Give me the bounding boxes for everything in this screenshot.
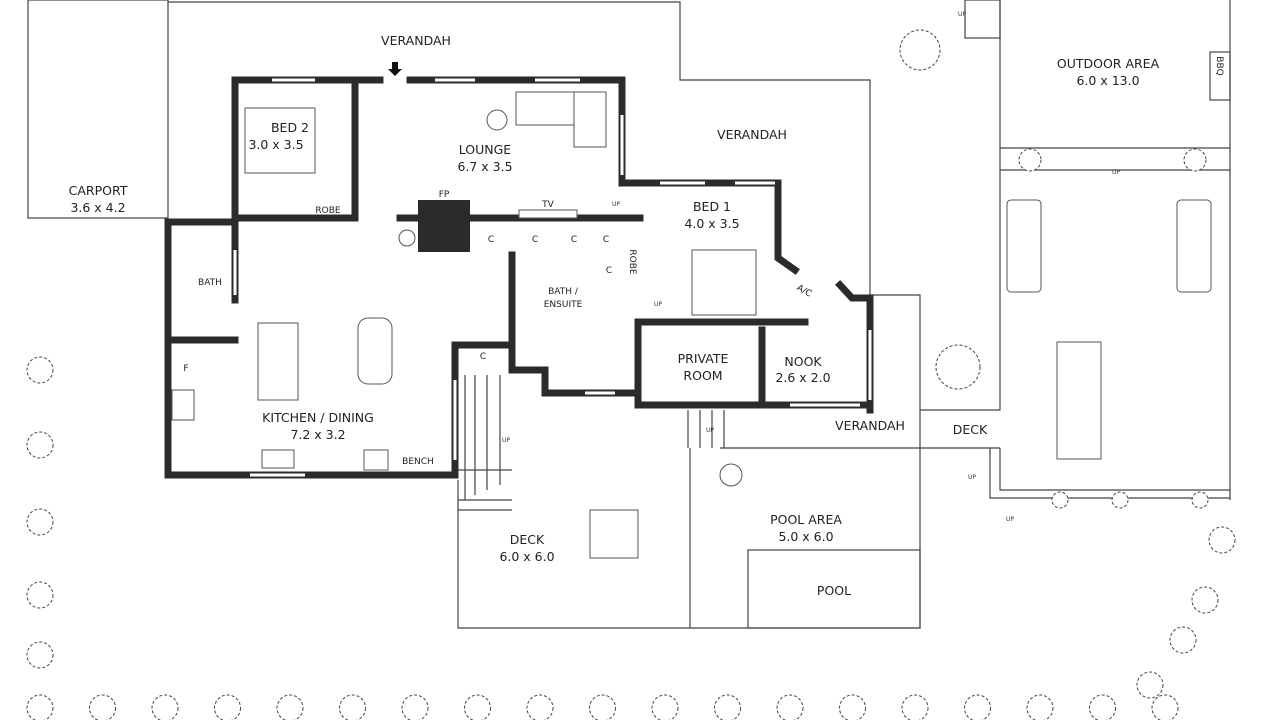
tree-icon	[589, 694, 616, 720]
bbq-label: BBQ	[1214, 56, 1224, 75]
up-label: UP	[1006, 516, 1014, 523]
tree-icon	[26, 508, 54, 536]
outdoor-area-size: 6.0 x 13.0	[1076, 73, 1139, 88]
private-room-label-1: PRIVATE	[678, 351, 729, 366]
furniture	[171, 91, 1212, 559]
tree-icon	[714, 694, 741, 720]
lounge-label: LOUNGE	[459, 142, 512, 157]
tree-icon	[839, 694, 866, 720]
cupboard-label: C	[532, 235, 538, 245]
cupboard-label: C	[606, 266, 612, 276]
bed2-label: BED 2	[271, 120, 309, 135]
pool-area-size: 5.0 x 6.0	[778, 529, 833, 544]
deck-size: 6.0 x 6.0	[499, 549, 554, 564]
cupboard-label: C	[571, 235, 577, 245]
verandah-top-label: VERANDAH	[381, 33, 451, 48]
tree-icon	[901, 694, 929, 720]
tv-label: TV	[541, 200, 554, 210]
up-label: UP	[612, 201, 620, 208]
kitchen-label: KITCHEN / DINING	[262, 410, 374, 425]
up-label: UP	[502, 437, 510, 444]
bed2-size: 3.0 x 3.5	[248, 137, 303, 152]
bath-label: BATH	[198, 278, 222, 288]
tree-icon	[1051, 491, 1069, 509]
up-label: UP	[706, 427, 714, 434]
carport-label: CARPORT	[69, 183, 128, 198]
tree-icon	[1026, 694, 1054, 720]
nook-label: NOOK	[784, 354, 822, 369]
tree-icon	[214, 694, 241, 720]
trees	[26, 29, 1236, 720]
tree-icon	[964, 694, 991, 720]
labels: VERANDAH CARPORT 3.6 x 4.2 BED 2 3.0 x 3…	[69, 11, 1224, 598]
cupboard-label: C	[480, 352, 486, 362]
up-label: UP	[958, 11, 966, 18]
tree-icon	[1018, 148, 1042, 172]
tree-icon	[776, 694, 804, 720]
tree-icon	[26, 431, 54, 459]
tree-icon	[1136, 671, 1164, 699]
ensuite-label-2: ENSUITE	[544, 300, 583, 310]
robe2-label: ROBE	[627, 249, 637, 275]
tree-icon	[935, 344, 981, 390]
verandah-right-label: VERANDAH	[717, 127, 787, 142]
tree-icon	[1089, 694, 1116, 720]
up-label: UP	[654, 301, 662, 308]
ac-label: A/C	[795, 283, 813, 299]
site-outlines	[27, 0, 1231, 629]
tree-icon	[1169, 626, 1197, 654]
tree-icon	[1183, 148, 1207, 172]
bench-label: BENCH	[402, 457, 434, 467]
lounge-size: 6.7 x 3.5	[457, 159, 512, 174]
verandah-bottom-label: VERANDAH	[835, 418, 905, 433]
walls	[164, 76, 874, 479]
pool-label: POOL	[817, 583, 851, 598]
carport-size: 3.6 x 4.2	[70, 200, 125, 215]
tree-icon	[1208, 526, 1236, 554]
cupboard-label: C	[603, 235, 609, 245]
tree-icon	[26, 356, 54, 384]
tree-icon	[1151, 694, 1179, 720]
tree-icon	[26, 641, 54, 669]
tree-icon	[26, 694, 54, 720]
kitchen-size: 7.2 x 3.2	[290, 427, 345, 442]
bed1-label: BED 1	[693, 199, 731, 214]
tree-icon	[1191, 491, 1209, 509]
tree-icon	[1111, 491, 1129, 509]
tree-icon	[464, 694, 491, 720]
outdoor-area-label: OUTDOOR AREA	[1057, 56, 1160, 71]
tree-icon	[339, 694, 366, 720]
pool-area-label: POOL AREA	[770, 512, 842, 527]
robe-label: ROBE	[315, 206, 341, 216]
tree-icon	[151, 694, 179, 720]
fridge-label: F	[183, 364, 188, 374]
up-label: UP	[1112, 169, 1120, 176]
private-room-label-2: ROOM	[683, 368, 722, 383]
ensuite-label-1: BATH /	[548, 287, 579, 297]
tree-icon	[276, 694, 304, 720]
cupboard-label: C	[488, 235, 494, 245]
tree-icon	[1191, 586, 1219, 614]
tree-icon	[651, 694, 679, 720]
deck-label: DECK	[510, 532, 545, 547]
tree-icon	[401, 694, 429, 720]
entry-arrow-icon	[388, 62, 402, 76]
tree-icon	[526, 694, 554, 720]
up-label: UP	[968, 474, 976, 481]
tree-icon	[89, 694, 116, 720]
bed1-size: 4.0 x 3.5	[684, 216, 739, 231]
tree-icon	[26, 581, 54, 609]
deck-right-label: DECK	[953, 422, 988, 437]
fireplace-label: FP	[439, 190, 450, 200]
tree-icon	[899, 29, 941, 71]
nook-size: 2.6 x 2.0	[775, 370, 830, 385]
